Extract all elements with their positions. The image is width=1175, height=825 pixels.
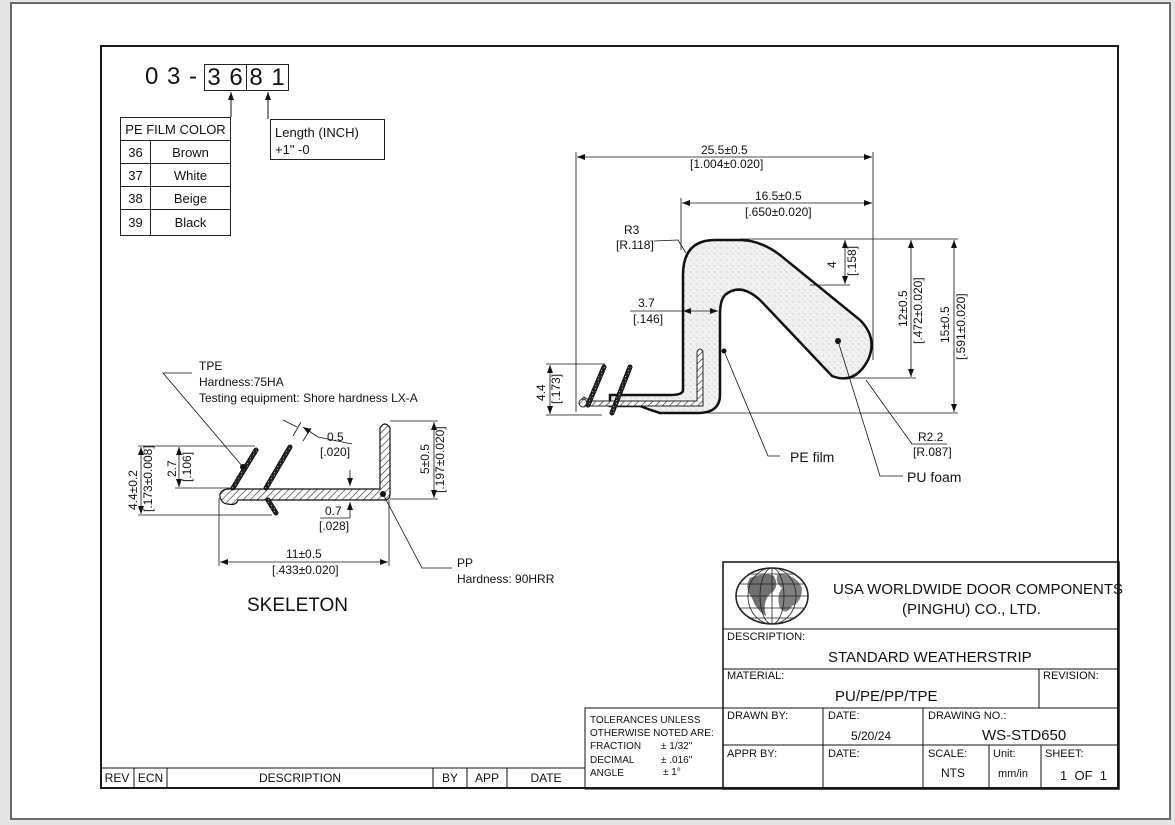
dim-base-thk-in: [.028] — [319, 519, 350, 533]
sheet-value: 1 OF 1 — [1060, 768, 1107, 783]
tolerance-line2: OTHERWISE NOTED ARE: — [590, 728, 714, 739]
tpe-hardness: Hardness:75HA — [199, 375, 284, 389]
tolerance-fraction-value: ± 1/32" — [661, 741, 693, 752]
globe-logo-icon — [735, 567, 809, 625]
part-number-color-code: 3 6 — [204, 64, 247, 91]
dim-total-h-in: [.173±0.008] — [141, 445, 155, 512]
unit-label: Unit: — [993, 748, 1016, 760]
dim-fin-h: 2.7 — [165, 460, 179, 477]
revision-label: REVISION: — [1043, 670, 1099, 682]
dim-height-15: 15±0.5 — [938, 306, 952, 343]
pp-skeleton-section — [219, 423, 391, 506]
dim-base: 4.4 — [534, 384, 548, 401]
rev-header: REV — [104, 771, 130, 785]
dim-wall-in: [.146] — [633, 312, 664, 326]
color-name: Black — [150, 209, 231, 236]
tolerance-angle-value: ± 1° — [663, 767, 681, 778]
radius-top-in: [R.118] — [616, 238, 654, 252]
scale-label: SCALE: — [928, 748, 968, 760]
callout-pe-film: PE film — [790, 449, 835, 465]
tolerance-decimal-label: DECIMAL — [590, 755, 635, 766]
company-name-line1: USA WORLDWIDE DOOR COMPONENTS — [833, 581, 1124, 598]
dim-length-in: [.433±0.020] — [272, 563, 339, 577]
part-number-prefix: 0 3 - — [145, 63, 199, 90]
drawing-page — [10, 2, 1171, 820]
drawing-frame — [100, 45, 1119, 789]
drawn-date-value: 5/20/24 — [851, 729, 892, 743]
dim-overall-width: 25.5±0.5 — [701, 143, 748, 157]
tolerance-line1: TOLERANCES UNLESS — [590, 715, 701, 726]
pp-hardness: Hardness: 90HRR — [457, 572, 555, 586]
length-note-line1: Length (INCH) — [275, 125, 359, 140]
description-value: STANDARD WEATHERSTRIP — [828, 649, 1032, 666]
dim-bulb-width: 16.5±0.5 — [755, 189, 802, 203]
skeleton-section — [219, 423, 391, 516]
length-note: Length (INCH) +1" -0 — [270, 119, 385, 160]
dim-thickness: 4 — [825, 261, 839, 268]
ecn-header: ECN — [137, 771, 164, 785]
dim-thickness-in: [.158] — [845, 245, 859, 276]
dim-overall-width-in: [1.004±0.020] — [690, 157, 764, 171]
drawing-no-value: WS-STD650 — [982, 727, 1067, 744]
description-label: DESCRIPTION: — [727, 631, 806, 643]
dim-total-h: 4.4±0.2 — [126, 470, 140, 510]
appr-by-label: APPR BY: — [727, 748, 778, 760]
radius-tip: R2.2 — [918, 430, 944, 444]
scale-value: NTS — [941, 766, 965, 780]
unit-value: mm/in — [998, 768, 1028, 780]
appr-date-label: DATE: — [828, 748, 860, 760]
part-number-length-code: 8 1 — [246, 64, 289, 91]
sheet-label: SHEET: — [1045, 748, 1084, 760]
dim-height-12: 12±0.5 — [896, 290, 910, 327]
pp-label: PP — [457, 556, 474, 570]
dim-height-12-in: [.472±0.020] — [911, 277, 925, 344]
dim-length: 11±0.5 — [286, 547, 322, 561]
dim-leg-in: [.197±0.020] — [433, 426, 447, 493]
dim-leg: 5±0.5 — [418, 444, 432, 474]
dim-fin-in: [.020] — [320, 445, 351, 459]
drawing-no-label: DRAWING NO.: — [928, 710, 1007, 722]
callout-pu-foam: PU foam — [907, 469, 962, 485]
drawn-by-label: DRAWN BY: — [727, 710, 789, 722]
company-name-line2: (PINGHU) CO., LTD. — [902, 601, 1041, 618]
dim-base-in: [.173] — [549, 373, 563, 404]
length-note-line2: +1" -0 — [275, 142, 310, 157]
app-header: APP — [474, 771, 499, 785]
pu-foam-bulb — [608, 238, 873, 415]
title-block-grid — [100, 561, 1120, 790]
dim-height-15-in: [.591±0.020] — [954, 293, 968, 360]
dim-fin-h-in: [.106] — [180, 451, 194, 482]
dim-base-thk: 0.7 — [325, 504, 342, 518]
skeleton-dimensions — [138, 372, 452, 569]
description-header: DESCRIPTION — [258, 771, 341, 785]
drawn-date-label: DATE: — [828, 710, 860, 722]
profile-dimensions — [546, 152, 958, 477]
material-label: MATERIAL: — [727, 670, 785, 682]
dim-bulb-width-in: [.650±0.020] — [745, 205, 812, 219]
dim-fin: 0.5 — [327, 430, 344, 444]
skeleton-title: SKELETON — [247, 595, 349, 616]
radius-tip-in: [R.087] — [913, 445, 952, 459]
material-value: PU/PE/PP/TPE — [835, 688, 938, 705]
dim-wall: 3.7 — [638, 296, 655, 310]
tpe-label: TPE — [199, 359, 223, 373]
weatherstrip-profile — [578, 238, 873, 416]
date-header: DATE — [530, 771, 562, 785]
radius-top: R3 — [624, 223, 640, 237]
tolerance-decimal-value: ± .016" — [661, 755, 693, 766]
tolerance-fraction-label: FRACTION — [590, 741, 642, 752]
tolerance-angle-label: ANGLE — [590, 768, 624, 779]
by-header: BY — [441, 771, 458, 785]
tpe-testing: Testing equipment: Shore hardness LX-A — [199, 391, 418, 405]
